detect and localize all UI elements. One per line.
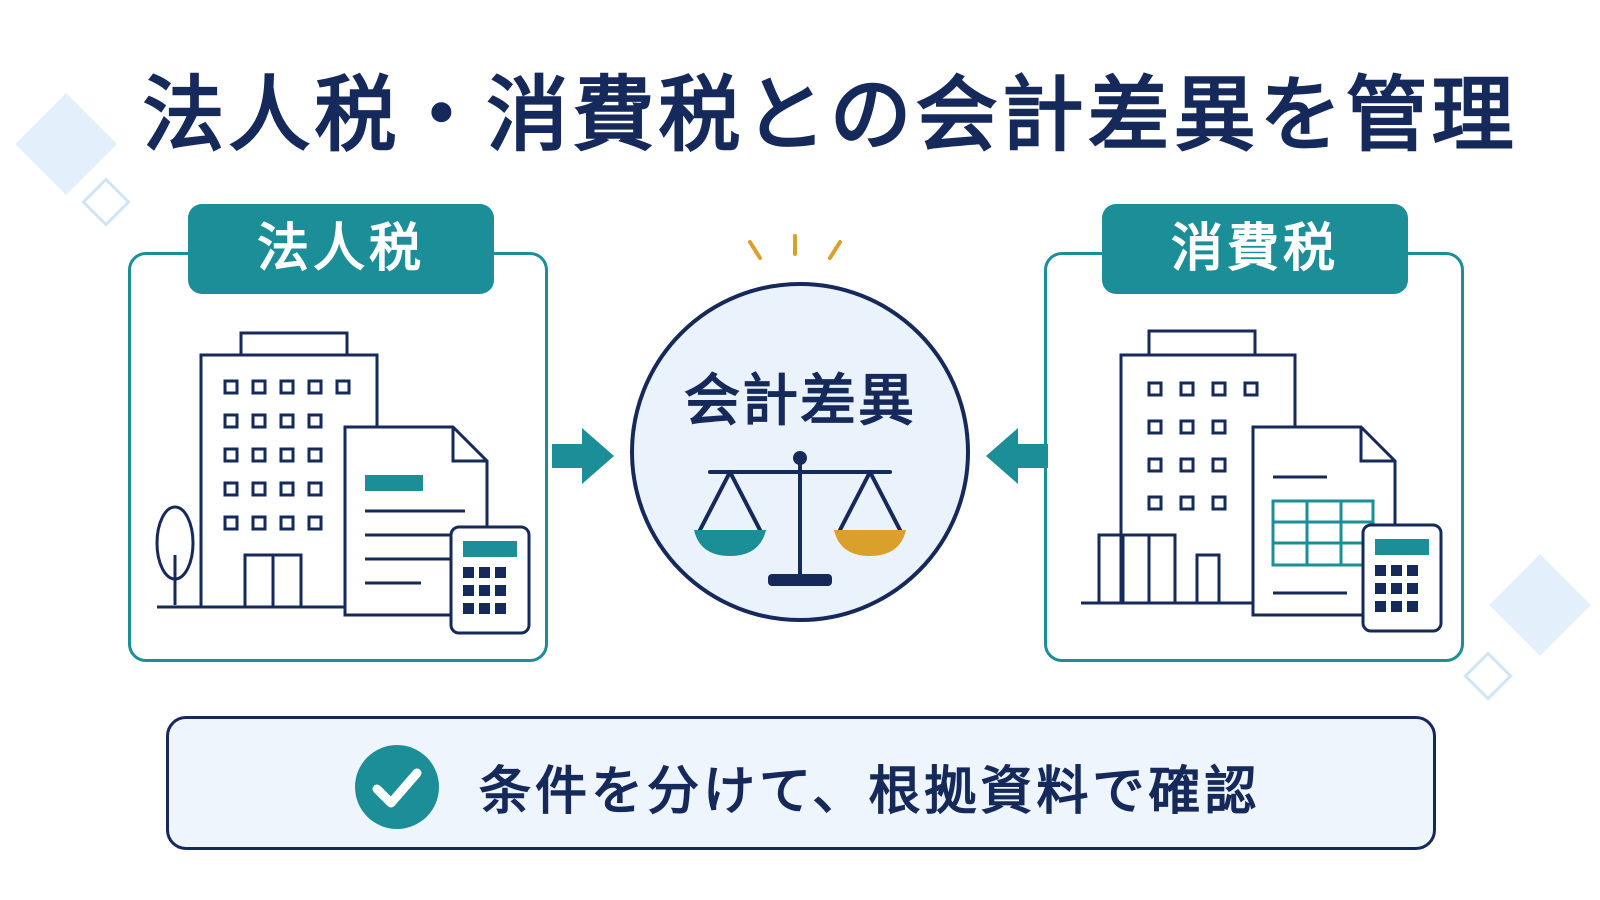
check-circle-icon (355, 745, 439, 829)
arrow-left-icon (986, 428, 1048, 484)
consumption-tax-label: 消費税 (1102, 204, 1408, 294)
balance-scale-icon (694, 451, 906, 586)
consumption-tax-panel (1044, 252, 1464, 662)
highlight-rays-icon (748, 234, 842, 260)
building-spreadsheet-calculator-icon (1081, 329, 1443, 633)
page-title: 法人税・消費税との会計差異を管理 (142, 68, 1518, 163)
decorative-diamond-icon (1489, 554, 1591, 656)
corporate-tax-panel (128, 252, 548, 662)
decorative-diamond-outline-icon (81, 177, 131, 227)
building-document-calculator-icon (155, 331, 531, 635)
decorative-diamond-icon (15, 93, 117, 195)
confirmation-text: 条件を分けて、根拠資料で確認 (479, 762, 1261, 822)
corporate-tax-label: 法人税 (188, 204, 494, 294)
decorative-diamond-outline-icon (1463, 651, 1513, 701)
confirmation-banner: 条件を分けて、根拠資料で確認 (166, 716, 1436, 850)
arrow-right-icon (552, 428, 614, 484)
accounting-difference-circle: 会計差異 (630, 282, 970, 622)
accounting-difference-label: 会計差異 (684, 369, 916, 434)
